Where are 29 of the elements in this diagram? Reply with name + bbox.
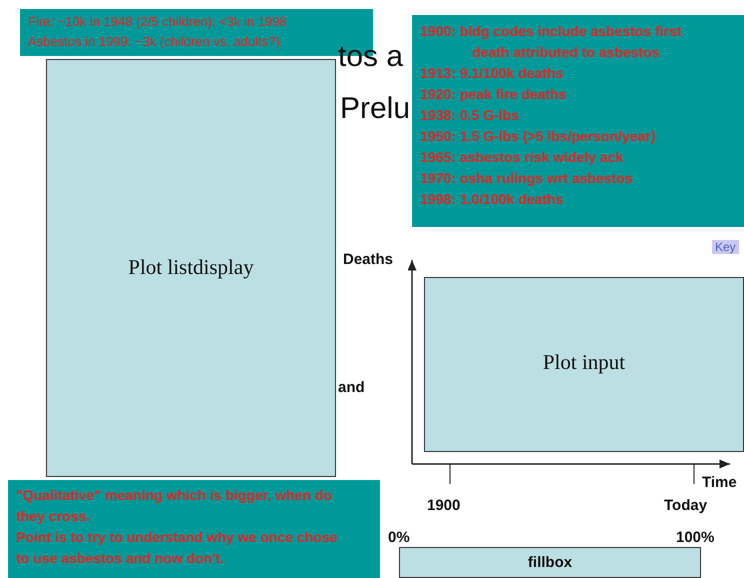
plot-title: Plot input [542, 350, 626, 376]
note-text: Fire: ~10k in 1948 (2/5 children); <3k in 1998 [28, 13, 288, 31]
plot-title: Plot listdisplay [128, 255, 254, 281]
note-text: 1970: osha rulings wrt asbestos [420, 169, 634, 188]
plot-box [46, 59, 336, 477]
note-box [8, 480, 380, 578]
note-text: Asbestos in 1999: ~3k (children vs. adults?) [28, 33, 281, 51]
plot-box [399, 547, 701, 578]
title-fragment: Prelu [340, 92, 410, 126]
note-text: 1913: 9.1/100k deaths [420, 64, 564, 83]
axis-label: Deaths [343, 251, 394, 268]
scale-label: 100% [676, 529, 714, 546]
note-text: 1900: bldg codes include asbestos first death attributed to asbestos [420, 22, 682, 62]
plot-title: fillbox [528, 554, 572, 573]
tick-label: Today [664, 497, 708, 514]
note-text: 1965: asbestos risk widely ack [420, 148, 624, 167]
plot-box [424, 277, 744, 452]
key-tag: Key [712, 240, 739, 254]
note-text: "Qualitative" meaning which is bigger, when do they cross. [16, 486, 333, 526]
note-text: Point is to try to understand why we once chose to use asbestos and now don't. [16, 528, 338, 568]
note-text: 1920: peak fire deaths [420, 85, 568, 104]
note-text: 1938: 0.5 G-lbs [420, 106, 520, 125]
note-box [412, 15, 744, 227]
tick-label: 1900 [427, 497, 460, 514]
text: and [338, 379, 365, 396]
note-text: 1950: 1.5 G-lbs (>5 lbs/person/year) [420, 127, 656, 146]
note-text: 1998: 1.0/100k deaths [420, 190, 564, 209]
axis-label: Time [702, 474, 737, 491]
scale-label: 0% [388, 529, 410, 546]
